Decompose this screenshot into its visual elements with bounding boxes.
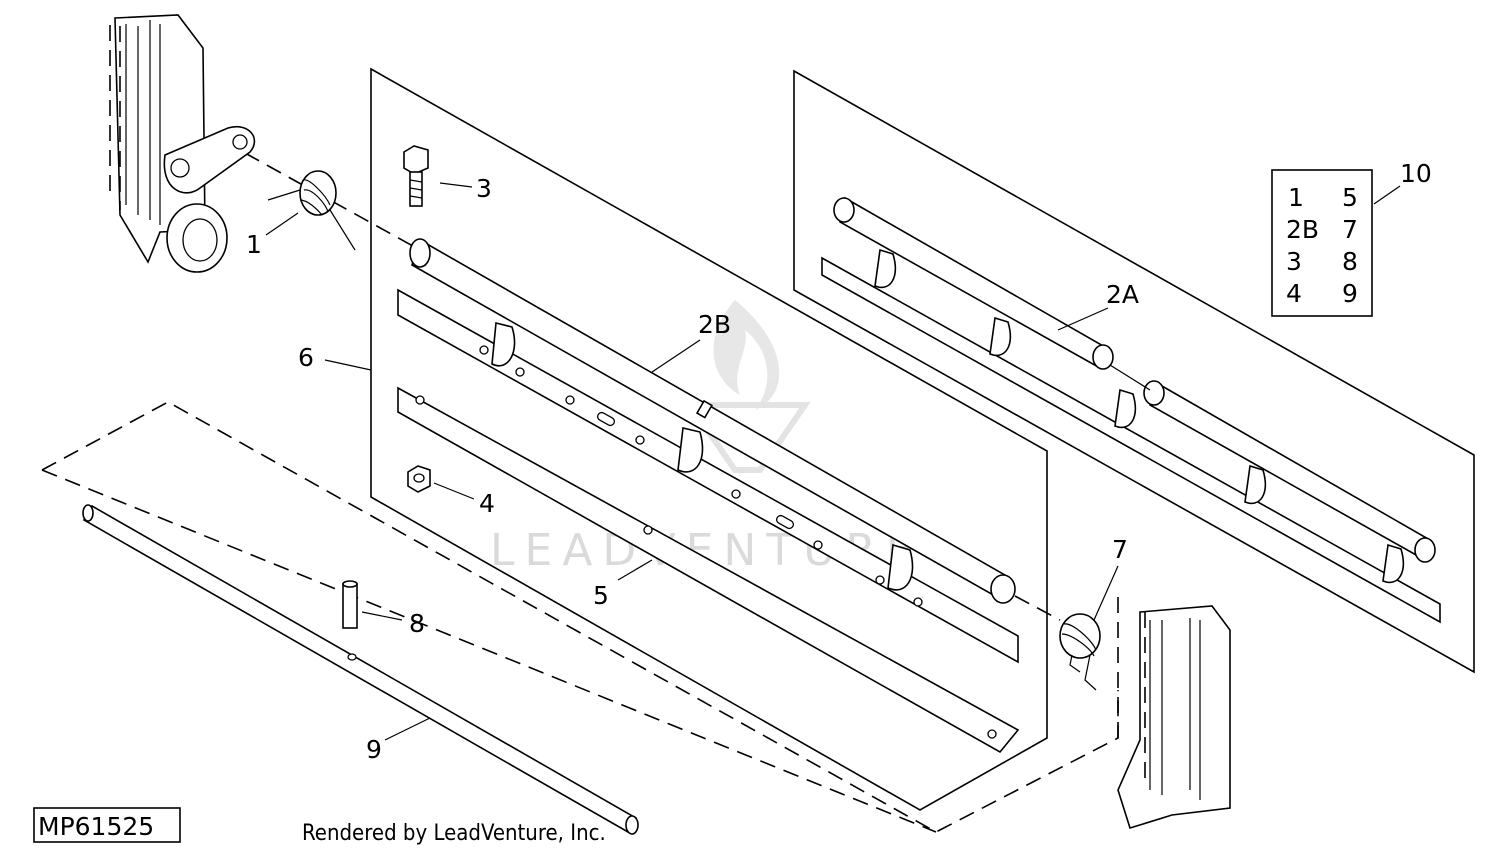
spring-part-7: [1059, 613, 1101, 691]
kit-cell: 2B: [1286, 215, 1319, 244]
kit-cell: 3: [1286, 247, 1302, 276]
callout-9: 9: [366, 735, 382, 764]
shaft-part-9: [82, 504, 639, 835]
bracket-right: [1117, 605, 1231, 829]
render-credit: Rendered by LeadVenture, Inc.: [302, 821, 606, 846]
spring-part-1: [267, 170, 356, 251]
figure-id: MP61525: [38, 812, 154, 841]
kit-cell: 9: [1342, 279, 1358, 308]
callout-1: 1: [246, 230, 262, 259]
kit-contents-table: 1 5 2B 7 3 8 4 9: [1271, 169, 1373, 317]
kit-cell: 7: [1342, 215, 1358, 244]
bolt-part-3: [403, 145, 429, 207]
leader-lines: [265, 182, 1401, 741]
callout-5: 5: [593, 581, 609, 610]
callout-6: 6: [298, 343, 314, 372]
panel-part-2a: [793, 69, 1475, 674]
callout-2a: 2A: [1106, 280, 1139, 309]
nut-part-4: [407, 465, 431, 493]
callout-4: 4: [479, 489, 495, 518]
roller-assembly-part-2b: [397, 238, 1019, 664]
figure-id-box: MP61525: [33, 807, 181, 843]
callout-10: 10: [1400, 159, 1432, 188]
panel-part-6: [370, 67, 1048, 811]
kit-cell: 4: [1286, 279, 1302, 308]
kit-cell: 5: [1342, 183, 1358, 212]
kit-cell: 1: [1288, 183, 1304, 212]
kit-cell: 8: [1342, 247, 1358, 276]
callout-8: 8: [409, 609, 425, 638]
callout-7: 7: [1112, 535, 1128, 564]
roller-assembly-part-2a: [821, 196, 1441, 624]
strip-part-5: [397, 386, 1020, 754]
bracket-left: [109, 14, 256, 273]
callout-2b: 2B: [698, 310, 731, 339]
spacer-part-8: [342, 580, 358, 629]
callout-3: 3: [476, 174, 492, 203]
